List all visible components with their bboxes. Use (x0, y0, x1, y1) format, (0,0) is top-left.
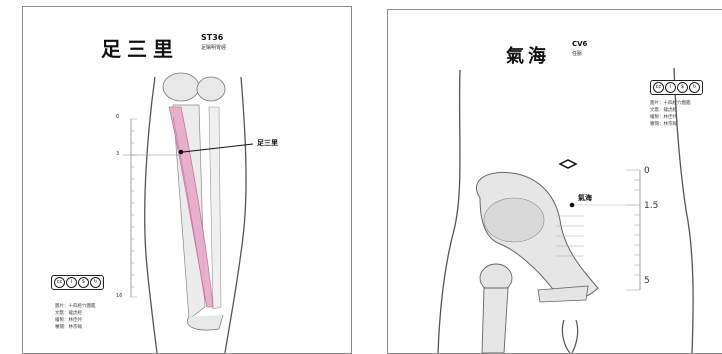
cc-icon: cc (653, 82, 664, 93)
acupoint-marker (570, 203, 575, 208)
credit-line: 文獻：龍虎經 (55, 310, 96, 317)
acupoint-marker (179, 150, 184, 155)
sa-icon: ↻ (90, 277, 101, 288)
meridian-name: 任脈 (572, 50, 582, 57)
by-icon: i (66, 277, 77, 288)
ruler-tick-top: 0 (644, 166, 650, 176)
acupoint-card-zusanli: 足三里 ST36 足陽明胃經 足三里 0 3 16 cc i $ ↻ 圖片：十四… (22, 6, 352, 354)
ruler-tick-mid: 1.5 (644, 201, 658, 211)
nc-icon: $ (78, 277, 89, 288)
meridian-name: 足陽明胃經 (201, 44, 226, 51)
credit-line: 圖片：十四經穴圖鑑 (650, 100, 691, 107)
credit-line: 繪製：林佳吟 (55, 317, 96, 324)
ruler-tick-bottom: 5 (644, 276, 650, 286)
sa-icon: ↻ (689, 82, 700, 93)
credits: 圖片：十四經穴圖鑑 文獻：龍虎經 繪製：林佳吟 審閱：林宗翰 (55, 303, 96, 331)
credit-line: 審閱：林宗翰 (650, 121, 691, 128)
license-badge: cc i $ ↻ (51, 275, 104, 290)
point-label: 氣海 (578, 193, 592, 203)
pelvis-illustration (388, 10, 722, 353)
page-title: 氣海 (506, 42, 550, 68)
point-label: 足三里 (257, 138, 278, 148)
ruler-tick-mid: 3 (116, 151, 119, 157)
license-badge: cc i $ ↻ (650, 80, 703, 95)
acupoint-card-qihai: 氣海 CV6 任脈 氣海 0 1.5 5 cc i $ ↻ 圖片：十四經穴圖鑑 … (387, 9, 722, 354)
nc-icon: $ (677, 82, 688, 93)
credit-line: 圖片：十四經穴圖鑑 (55, 303, 96, 310)
point-code: CV6 (572, 40, 587, 48)
by-icon: i (665, 82, 676, 93)
ruler-tick-bottom: 16 (116, 293, 122, 299)
page-title: 足三里 (101, 33, 179, 62)
credits: 圖片：十四經穴圖鑑 文獻：龍虎經 繪製：林佳吟 審閱：林宗翰 (650, 100, 691, 128)
cc-icon: cc (54, 277, 65, 288)
credit-line: 文獻：龍虎經 (650, 107, 691, 114)
ruler-tick-top: 0 (116, 114, 119, 120)
point-code: ST36 (201, 33, 223, 42)
leg-illustration (23, 7, 351, 353)
credit-line: 繪製：林佳吟 (650, 114, 691, 121)
credit-line: 審閱：林宗翰 (55, 324, 96, 331)
